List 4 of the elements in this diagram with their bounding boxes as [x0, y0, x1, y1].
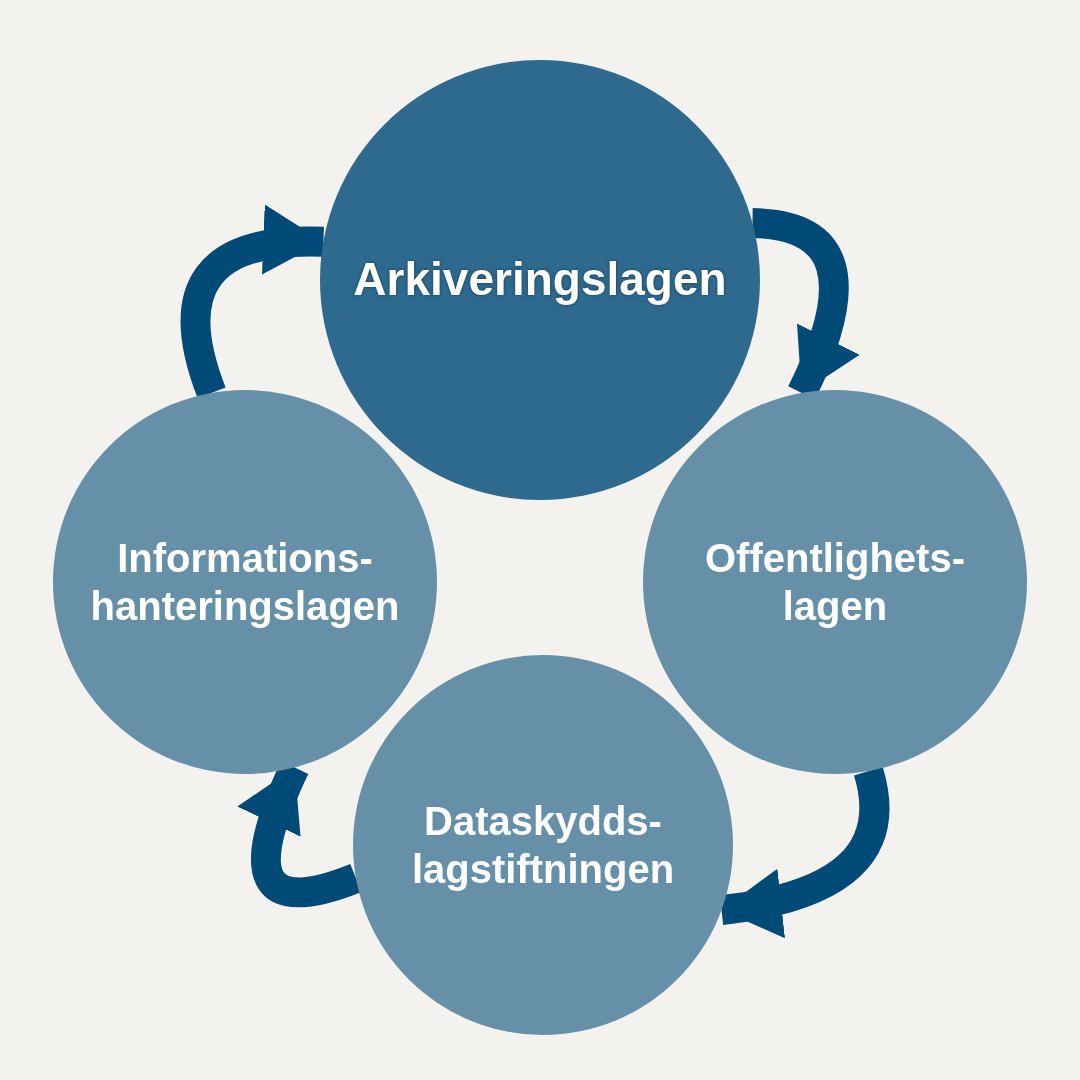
law-name: Informations- hanteringslagen	[89, 535, 401, 630]
law-name: Arkiveringslagen	[353, 252, 727, 308]
law-name: Offentlighets- lagen	[704, 535, 966, 630]
law-name: Dataskydds- lagstiftningen	[410, 798, 676, 893]
